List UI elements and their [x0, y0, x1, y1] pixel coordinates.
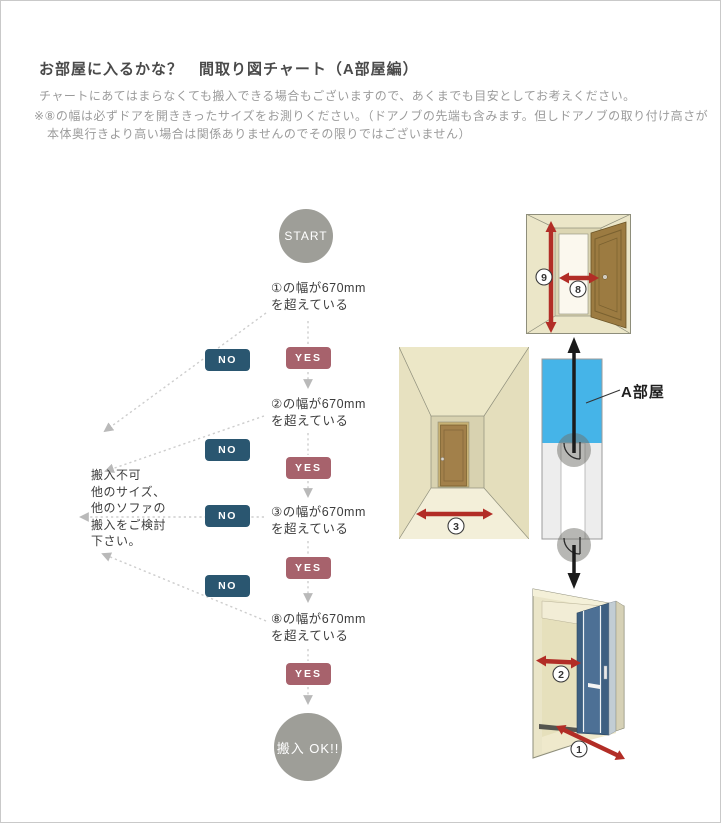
marker-3-icon: 3 — [447, 517, 465, 535]
note-line-1: ※⑧の幅は必ずドアを開ききったサイズをお測りください。（ドアノブの先端も含みます… — [34, 109, 709, 123]
open-door-icon — [590, 221, 627, 329]
entrance-door-icon — [576, 600, 625, 736]
connector-no1-fail — [103, 312, 267, 433]
start-node: START — [279, 209, 333, 263]
illustration-open-door: 9 8 — [526, 214, 631, 334]
marker-9-label: 9 — [541, 272, 547, 284]
page-subtitle: チャートにあてはまらなくても搬入できる場合もございますので、あくまでも目安として… — [39, 89, 636, 103]
marker-9-icon: 9 — [535, 268, 553, 286]
decision-text-2: ②の幅が670mm を超えている — [271, 397, 366, 428]
route-arrow-up-icon — [567, 337, 581, 453]
hallway-width-arrow-icon — [416, 508, 493, 520]
yes-button-4: YES — [286, 663, 331, 685]
diagonal-arrow-icon — [556, 725, 625, 760]
illustration-floorplan — [541, 337, 621, 589]
connector-no2-fail — [104, 415, 265, 474]
page-title: お部屋に入るかな？ 間取り図チャート（A部屋編） — [39, 61, 419, 78]
marker-8-label: 8 — [575, 284, 581, 296]
yes-button-1: YES — [286, 347, 331, 369]
closed-door-icon — [437, 421, 470, 488]
marker-1-label: 1 — [576, 744, 582, 756]
yes-button-3: YES — [286, 557, 331, 579]
decision-text-3: ③の幅が670mm を超えている — [271, 505, 366, 536]
illustration-hallway: 3 — [399, 347, 529, 539]
decision-text-4: ⑧の幅が670mm を超えている — [271, 612, 366, 643]
no-button-3: NO — [205, 505, 250, 527]
no-button-1: NO — [205, 349, 250, 371]
illustration-entrance: 2 1 — [532, 588, 625, 760]
note-block: ※⑧の幅は必ずドアを開ききったサイズをお測りください。（ドアノブの先端も含みます… — [34, 107, 708, 143]
route-arrow-down-icon — [567, 545, 581, 589]
end-node: 搬入 OK!! — [274, 713, 342, 781]
yes-button-2: YES — [286, 457, 331, 479]
marker-2-icon: 2 — [552, 665, 570, 683]
hallway-ceiling — [399, 347, 529, 416]
open-width-arrow-icon — [559, 272, 599, 284]
marker-3-label: 3 — [453, 521, 459, 533]
fail-text: 搬入不可 他のサイズ、 他のソファの 搬入をご検討 下さい。 — [91, 468, 167, 548]
marker-2-label: 2 — [558, 669, 564, 681]
inner-width-arrow-icon — [536, 655, 581, 669]
hallway-right-wall — [484, 347, 529, 539]
note-line-2: 本体奥行きより高い場合は関係ありませんのでその限りではございません） — [47, 127, 472, 141]
marker-8-icon: 8 — [569, 280, 587, 298]
hallway-left-wall — [399, 347, 431, 539]
room-a-area — [542, 359, 602, 443]
connector-no4-fail — [101, 552, 267, 622]
no-button-2: NO — [205, 439, 250, 461]
door-opening — [558, 233, 589, 315]
room-label-pointer — [585, 389, 621, 404]
marker-1-icon: 1 — [570, 740, 588, 758]
no-button-4: NO — [205, 575, 250, 597]
decision-text-1: ①の幅が670mm を超えている — [271, 281, 366, 312]
room-a-label: A部屋 — [621, 384, 665, 401]
